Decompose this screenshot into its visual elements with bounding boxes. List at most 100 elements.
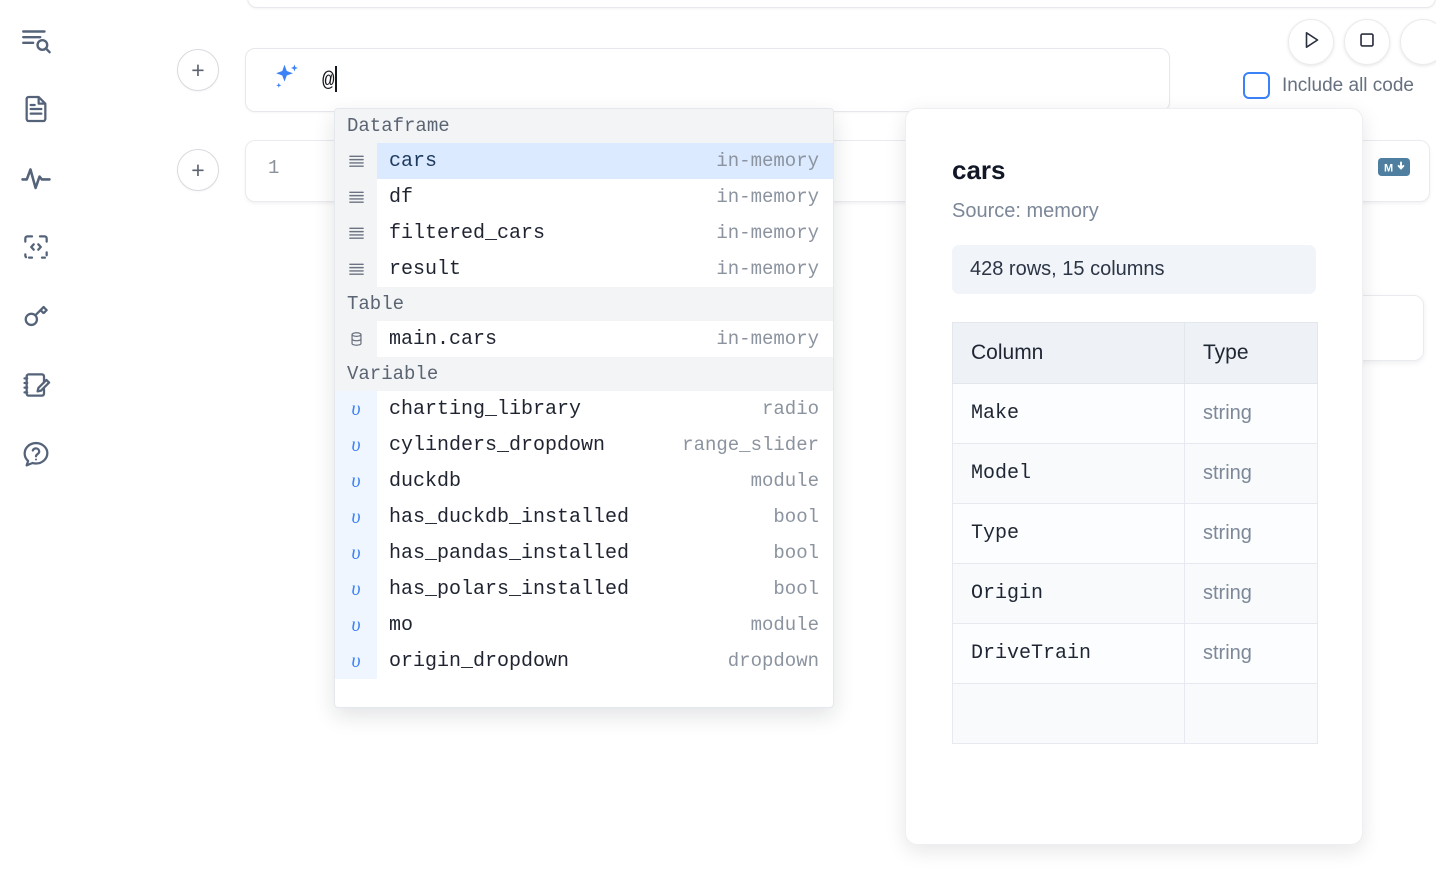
autocomplete-item-kind: module xyxy=(750,614,819,636)
variable-icon: υ xyxy=(335,463,377,499)
autocomplete-item-kind: bool xyxy=(773,578,819,600)
autocomplete-item-name: result xyxy=(389,257,462,281)
sidebar-rail xyxy=(0,0,72,874)
variable-icon: υ xyxy=(335,391,377,427)
autocomplete-item-name: origin_dropdown xyxy=(389,649,570,673)
autocomplete-item-kind: in-memory xyxy=(716,258,819,280)
variable-icon: υ xyxy=(335,499,377,535)
markdown-icon[interactable]: M xyxy=(1377,155,1411,184)
sidebar-item-explore[interactable] xyxy=(14,18,58,62)
autocomplete-item[interactable]: υ mo module xyxy=(335,607,833,643)
cell-column-type: string xyxy=(1184,563,1318,624)
cell-above-clipped xyxy=(247,0,1436,8)
autocomplete-item-name: has_duckdb_installed xyxy=(389,505,630,529)
ai-prompt-cell[interactable]: @ xyxy=(245,48,1170,112)
explore-icon xyxy=(19,23,53,57)
autocomplete-item[interactable]: filtered_cars in-memory xyxy=(335,215,833,251)
cell-column-name: DriveTrain xyxy=(952,623,1185,684)
sidebar-item-files[interactable] xyxy=(14,87,58,131)
notebook-area: + + xyxy=(72,0,1436,874)
cell-column-type: string xyxy=(1184,623,1318,684)
sidebar-item-snippets[interactable] xyxy=(14,225,58,269)
autocomplete-group-header: Table xyxy=(335,287,833,321)
plus-icon: + xyxy=(191,56,205,83)
autocomplete-item-name: df xyxy=(389,185,414,209)
snippets-icon xyxy=(20,231,52,263)
autocomplete-item[interactable]: υ charting_library radio xyxy=(335,391,833,427)
svg-text:M: M xyxy=(1384,163,1393,175)
cell-column-type: string xyxy=(1184,443,1318,504)
dataframe-preview-panel: cars Source: memory 428 rows, 15 columns… xyxy=(905,108,1363,845)
preview-source: Source: memory xyxy=(952,200,1099,222)
column-header-column: Column xyxy=(952,322,1185,384)
table-icon xyxy=(335,321,377,357)
autocomplete-item-name: cylinders_dropdown xyxy=(389,433,606,457)
autocomplete-group-header: Variable xyxy=(335,357,833,391)
table-row: Type string xyxy=(952,503,1318,564)
help-icon xyxy=(20,438,52,470)
sidebar-item-activity[interactable] xyxy=(14,156,58,200)
autocomplete-item[interactable]: cars in-memory xyxy=(335,143,833,179)
autocomplete-item[interactable]: df in-memory xyxy=(335,179,833,215)
run-button[interactable] xyxy=(1288,19,1334,65)
cell-column-name: Make xyxy=(952,383,1185,444)
autocomplete-item[interactable]: υ duckdb module xyxy=(335,463,833,499)
autocomplete-item[interactable]: υ origin_dropdown dropdown xyxy=(335,643,833,679)
autocomplete-item-name: cars xyxy=(377,143,717,179)
autocomplete-item[interactable]: υ has_pandas_installed bool xyxy=(335,535,833,571)
table-row: Make string xyxy=(952,383,1318,444)
autocomplete-item-kind: range_slider xyxy=(682,434,819,456)
cell-column-name: Type xyxy=(952,503,1185,564)
more-button[interactable] xyxy=(1400,19,1436,65)
run-controls xyxy=(1288,19,1436,65)
autocomplete-item[interactable]: υ has_duckdb_installed bool xyxy=(335,499,833,535)
autocomplete-item-kind: radio xyxy=(761,398,819,420)
preview-schema-table: Column Type Make string Model string xyxy=(952,322,1318,744)
autocomplete-item-kind: dropdown xyxy=(727,650,819,672)
add-cell-button-top[interactable]: + xyxy=(177,49,219,91)
autocomplete-item[interactable]: υ has_polars_installed bool xyxy=(335,571,833,607)
autocomplete-item-kind: in-memory xyxy=(716,143,833,179)
include-all-code-row[interactable]: Include all code xyxy=(1242,72,1414,99)
autocomplete-item-kind: bool xyxy=(773,542,819,564)
autocomplete-item-name: main.cars xyxy=(389,327,498,351)
table-row-clipped xyxy=(952,683,1318,744)
dataframe-icon xyxy=(335,251,377,287)
variable-autocomplete-dropdown[interactable]: Dataframe cars in-memory xyxy=(334,108,834,708)
sidebar-item-scratchpad[interactable] xyxy=(14,363,58,407)
autocomplete-item-kind: module xyxy=(750,470,819,492)
preview-shape-badge: 428 rows, 15 columns xyxy=(952,245,1316,294)
play-icon xyxy=(1299,28,1323,57)
table-row: Origin string xyxy=(952,563,1318,624)
ai-prompt-value: @ xyxy=(322,69,335,93)
include-all-code-checkbox[interactable] xyxy=(1242,72,1270,99)
autocomplete-item-kind: bool xyxy=(773,506,819,528)
add-cell-button-bottom[interactable]: + xyxy=(177,149,219,191)
cell-column-type xyxy=(1184,683,1318,744)
sparkle-icon xyxy=(268,60,304,101)
sidebar-item-help[interactable] xyxy=(14,432,58,476)
dataframe-icon xyxy=(335,179,377,215)
dataframe-icon xyxy=(335,143,377,179)
cell-column-type: string xyxy=(1184,383,1318,444)
autocomplete-item[interactable]: result in-memory xyxy=(335,251,833,287)
cell-column-name xyxy=(952,683,1185,744)
variable-icon: υ xyxy=(335,607,377,643)
variable-icon: υ xyxy=(335,427,377,463)
secrets-icon xyxy=(20,300,52,332)
cell-column-type: string xyxy=(1184,503,1318,564)
autocomplete-group-header: Dataframe xyxy=(335,109,833,143)
preview-title: cars xyxy=(952,155,1006,185)
stop-button[interactable] xyxy=(1344,19,1390,65)
autocomplete-item[interactable]: υ cylinders_dropdown range_slider xyxy=(335,427,833,463)
autocomplete-item[interactable]: main.cars in-memory xyxy=(335,321,833,357)
sidebar-item-secrets[interactable] xyxy=(14,294,58,338)
autocomplete-item-name: has_polars_installed xyxy=(389,577,630,601)
include-all-code-label: Include all code xyxy=(1281,74,1414,96)
autocomplete-item-kind: in-memory xyxy=(716,222,819,244)
autocomplete-item-name: filtered_cars xyxy=(389,221,546,245)
ai-prompt-input[interactable]: @ xyxy=(322,65,1169,93)
plus-icon: + xyxy=(191,156,205,183)
cell-column-name: Origin xyxy=(952,563,1185,624)
